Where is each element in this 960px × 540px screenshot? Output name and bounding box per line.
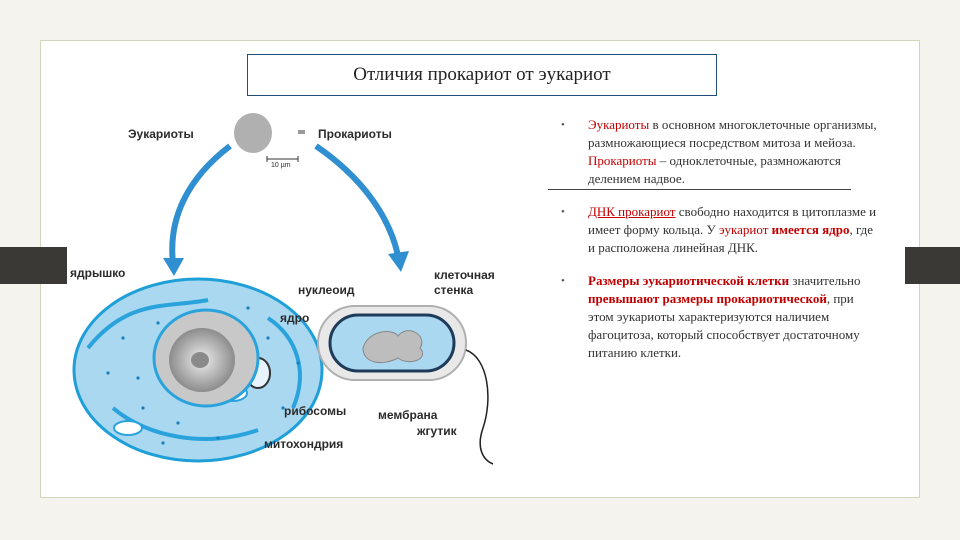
slide-title: Отличия прокариот от эукариот: [247, 54, 717, 96]
label-prokaryotes: Прокариоты: [318, 127, 392, 141]
arrow-to-prokaryote: [314, 143, 401, 257]
cell-comparison-figure: Эукариоты Прокариоты 10 µm ядрышко нукле…: [68, 108, 550, 466]
label-nucleoid: нуклеоид: [298, 283, 355, 297]
prokaryotic-cell: [317, 305, 494, 465]
label-membrane: мембрана: [378, 408, 438, 422]
right-accent-bar: [905, 247, 960, 284]
bullet-list: • Эукариоты в основном многоклеточные ор…: [561, 116, 881, 377]
label-nucleus: ядро: [280, 311, 310, 325]
segment: – одноклеточные, размножаются делением н…: [588, 153, 841, 186]
segment: имеется ядро: [771, 222, 850, 237]
cell-diagram: [72, 113, 494, 465]
divider-line: [548, 189, 851, 190]
label-mitochondria: митохондрия: [264, 437, 344, 451]
segment: , при этом эукариоты характеризуются нал…: [588, 291, 860, 360]
bullet-dot-icon: •: [561, 119, 565, 131]
segment: Эукариоты: [588, 117, 650, 132]
arrow-to-eukaryote: [169, 143, 232, 264]
label-cell-wall-line2: стенка: [434, 283, 474, 297]
bullet-dot-icon: •: [561, 275, 565, 287]
segment: ДНК прокариот: [588, 204, 676, 219]
segment: превышают размеры прокариотической: [588, 291, 827, 306]
label-ribosomes: рибосомы: [284, 404, 347, 418]
eukaryote-size-blob: [234, 113, 272, 153]
label-scale: 10 µm: [271, 162, 291, 169]
prokaryote-size-blob: [298, 130, 305, 134]
segment: , где и расположена линейная ДНК.: [588, 222, 874, 255]
bullet-dot-icon: •: [561, 206, 565, 218]
label-cell-wall-line1: клеточная: [434, 268, 495, 282]
bullet-item-2: • ДНК прокариот свободно находится в цит…: [561, 203, 881, 257]
label-nucleolus: ядрышко: [70, 266, 126, 280]
eukaryotic-cell: [72, 277, 324, 463]
bullet-item-3: • Размеры эукариотической клетки значите…: [561, 272, 881, 362]
segment: Размеры эукариотической клетки: [588, 273, 790, 288]
segment: Прокариоты: [588, 153, 657, 168]
label-flagellum: жгутик: [417, 424, 457, 438]
bullet-item-1: • Эукариоты в основном многоклеточные ор…: [561, 116, 881, 188]
segment: значительно: [789, 273, 861, 288]
left-accent-bar: [0, 247, 67, 284]
segment: свободно находится в цитоплазме и имеет …: [588, 204, 877, 237]
label-eukaryotes: Эукариоты: [128, 127, 194, 141]
segment: эукариот: [718, 222, 769, 237]
segment: в основном многоклеточные организмы, раз…: [588, 117, 877, 150]
